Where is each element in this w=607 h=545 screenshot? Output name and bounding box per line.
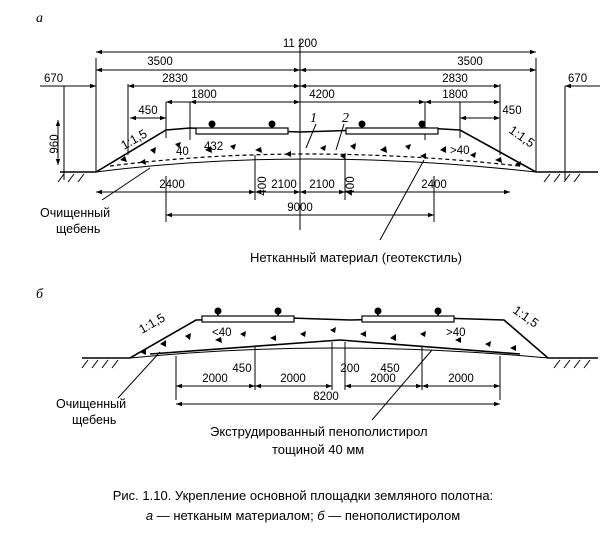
foam-label-2: тощиной 40 мм (272, 442, 364, 457)
slope-a-right: 1:1,5 (506, 123, 537, 150)
dim-1800-right: 1800 (442, 89, 468, 101)
dim-b-8200: 8200 (313, 391, 339, 403)
caption-line-1: Рис. 1.10. Укрепление основной площадки … (113, 488, 494, 503)
ballast-label-a-1: Очищенный (40, 206, 110, 220)
ballast-label-b-1: Очищенный (56, 397, 126, 411)
slope-b-left: 1:1,5 (137, 311, 168, 337)
panel-b: б (36, 287, 598, 457)
dim-1800-left: 1800 (191, 89, 217, 101)
foam-label-1: Экструдированный пенополистирол (210, 424, 428, 439)
dim-2100-right: 2100 (309, 179, 335, 191)
figure-caption: Рис. 1.10. Укрепление основной площадки … (113, 488, 494, 523)
dim-2400-left: 2400 (159, 179, 185, 191)
dim-2400-right: 2400 (421, 179, 447, 191)
panel-a: a 11 200 3500 3500 670 670 (36, 11, 600, 265)
dim-960: 960 (49, 134, 61, 153)
dim-b-200: 200 (340, 363, 359, 375)
angle-b-40-left: <40 (212, 327, 232, 339)
track-left-b (201, 307, 295, 323)
track-right-b (361, 307, 455, 323)
dim-450-right: 450 (502, 105, 521, 117)
caption-b-text: — пенополистиролом (325, 508, 461, 523)
angle-40-right: >40 (450, 145, 470, 157)
track-right (345, 120, 439, 135)
dim-2830-left: 2830 (162, 73, 188, 85)
panel-b-embankment (81, 307, 598, 369)
dim-b-2000-4: 2000 (448, 373, 474, 385)
caption-a-letter: а (146, 508, 153, 523)
panel-b-bottom-dimensions: 450 200 450 2000 2000 2000 2000 8200 (175, 342, 501, 407)
dim-4200: 4200 (309, 89, 335, 101)
dim-b-450-right: 450 (380, 363, 399, 375)
dim-400-left: 400 (257, 176, 269, 195)
slope-b-right: 1:1,5 (510, 303, 541, 330)
dim-400-right: 400 (345, 176, 357, 195)
dim-432: 432 (204, 141, 223, 153)
dim-670-left: 670 (44, 73, 63, 85)
dim-2830-right: 2830 (442, 73, 468, 85)
dim-2100-left: 2100 (271, 179, 297, 191)
track-left (195, 120, 289, 135)
caption-line-2: а — нетканым материалом; б — пенополисти… (146, 508, 460, 523)
dim-3500-right: 3500 (457, 56, 483, 68)
ballast-label-b-2: щебень (72, 413, 116, 427)
ground-hatch-b (81, 359, 591, 369)
angle-40-left: 40 (176, 146, 189, 158)
ground-hatch (57, 173, 581, 183)
dim-450-left: 450 (138, 105, 157, 117)
caption-a-text: — нетканым материалом; (153, 508, 317, 523)
ballast-texture (120, 142, 521, 167)
dim-b-2000-3: 2000 (370, 373, 396, 385)
marker-1: 1 (310, 111, 317, 126)
caption-b-letter: б (317, 508, 325, 523)
dim-9000: 9000 (287, 202, 313, 214)
dim-3500-left: 3500 (147, 56, 173, 68)
panel-b-letter: б (36, 287, 44, 302)
geotextile-label: Нетканный материал (геотекстиль) (250, 250, 462, 265)
dim-b-2000-1: 2000 (202, 373, 228, 385)
panel-a-letter: a (36, 11, 43, 26)
dim-b-2000-2: 2000 (280, 373, 306, 385)
ballast-texture-b (140, 327, 516, 355)
ballast-label-a-2: щебень (56, 222, 100, 236)
marker-2: 2 (342, 111, 349, 126)
panel-a-top-dimensions: 11 200 3500 3500 670 670 2830 2830 1800 … (40, 38, 600, 165)
dim-b-450-left: 450 (232, 363, 251, 375)
panel-a-bottom-dimensions: 2400 400 2100 2100 400 2400 9000 (96, 155, 510, 222)
dim-670-right: 670 (568, 73, 587, 85)
angle-b-40-right: >40 (446, 327, 466, 339)
dim-11200: 11 200 (283, 38, 317, 50)
panel-a-embankment (57, 120, 598, 183)
